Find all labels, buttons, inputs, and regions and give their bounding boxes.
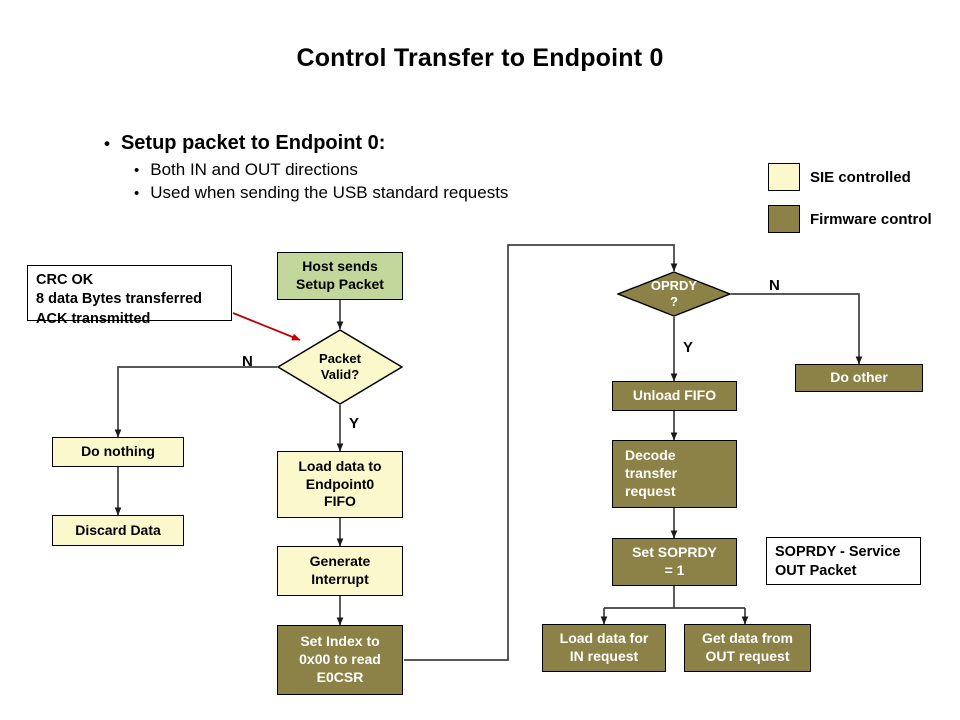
node-oprdy-decision[interactable]: OPRDY ? (617, 271, 731, 317)
node-host-sends-setup-packet[interactable]: Host sends Setup Packet (277, 252, 403, 300)
bullet-level2-label: Both IN and OUT directions (150, 160, 358, 179)
node-set-index-e0csr[interactable]: Set Index to 0x00 to read E0CSR (277, 625, 403, 695)
node-do-other-label: Do other (830, 369, 888, 386)
node-unload-fifo[interactable]: Unload FIFO (612, 381, 737, 411)
node-set-soprdy[interactable]: Set SOPRDY = 1 (612, 538, 737, 586)
node-set-soprdy-label: Set SOPRDY = 1 (632, 544, 717, 578)
node-get-data-out-request-label: Get data from OUT request (701, 630, 793, 664)
note-crc: CRC OK 8 data Bytes transferred ACK tran… (27, 265, 232, 327)
legend: SIE controlled Firmware control (768, 163, 932, 247)
node-discard-data-label: Discard Data (75, 521, 161, 538)
note-crc-line: ACK transmitted (36, 310, 151, 327)
legend-swatch-sie (768, 163, 800, 191)
node-load-data-endpoint0-fifo[interactable]: Load data to Endpoint0 FIFO (277, 451, 403, 518)
branch-label-oprdy-yes: Y (683, 339, 694, 356)
bullet-level1: • Setup packet to Endpoint 0: (104, 132, 644, 155)
bullet-level2-item: • Used when sending the USB standard req… (134, 183, 644, 203)
node-packet-valid-decision[interactable]: Packet Valid? (277, 329, 403, 405)
legend-label-sie: SIE controlled (810, 168, 911, 186)
legend-label-firmware: Firmware control (810, 210, 932, 228)
node-get-data-out-request[interactable]: Get data from OUT request (684, 624, 811, 672)
legend-item-firmware: Firmware control (768, 205, 932, 233)
node-decode-transfer-request[interactable]: Decode transfer request (612, 440, 737, 508)
note-soprdy-line: SOPRDY - Service (775, 544, 901, 560)
branch-label-packet-valid-no: N (242, 353, 253, 370)
bullet-dot-icon: • (134, 162, 140, 179)
node-unload-fifo-label: Unload FIFO (632, 387, 717, 404)
node-decode-transfer-request-label: Decode transfer request (625, 447, 678, 499)
node-generate-interrupt[interactable]: Generate Interrupt (277, 546, 403, 596)
node-host-sends-setup-packet-label: Host sends Setup Packet (296, 258, 384, 292)
legend-swatch-firmware (768, 205, 800, 233)
node-do-other[interactable]: Do other (795, 364, 923, 392)
note-crc-line: 8 data Bytes transferred (36, 291, 203, 308)
node-load-data-in-request-label: Load data for IN request (559, 630, 649, 664)
bullet-level2-label: Used when sending the USB standard reque… (150, 183, 509, 202)
bullet-list: • Setup packet to Endpoint 0: • Both IN … (104, 132, 644, 206)
page-title: Control Transfer to Endpoint 0 (296, 44, 664, 72)
node-do-nothing-label: Do nothing (81, 443, 155, 460)
node-generate-interrupt-label: Generate Interrupt (309, 553, 371, 587)
bullet-level2-item: • Both IN and OUT directions (134, 160, 644, 180)
note-crc-line: CRC OK (36, 272, 94, 288)
note-soprdy: SOPRDY - Service OUT Packet (766, 537, 921, 585)
node-load-data-in-request[interactable]: Load data for IN request (542, 624, 666, 672)
note-soprdy-line: OUT Packet (775, 563, 857, 580)
node-discard-data[interactable]: Discard Data (52, 515, 184, 546)
bullet-dot-icon: • (134, 185, 140, 202)
diamond-shape-icon (617, 271, 731, 317)
bullet-dot-icon: • (104, 134, 110, 153)
node-do-nothing[interactable]: Do nothing (52, 437, 184, 467)
branch-label-packet-valid-yes: Y (349, 415, 360, 432)
node-set-index-e0csr-label: Set Index to 0x00 to read E0CSR (299, 633, 381, 685)
node-load-data-endpoint0-fifo-label: Load data to Endpoint0 FIFO (298, 457, 382, 510)
bullet-level1-label: Setup packet to Endpoint 0: (120, 132, 386, 154)
branch-label-oprdy-no: N (769, 277, 780, 294)
diamond-shape-icon (277, 329, 403, 405)
legend-item-sie: SIE controlled (768, 163, 932, 191)
